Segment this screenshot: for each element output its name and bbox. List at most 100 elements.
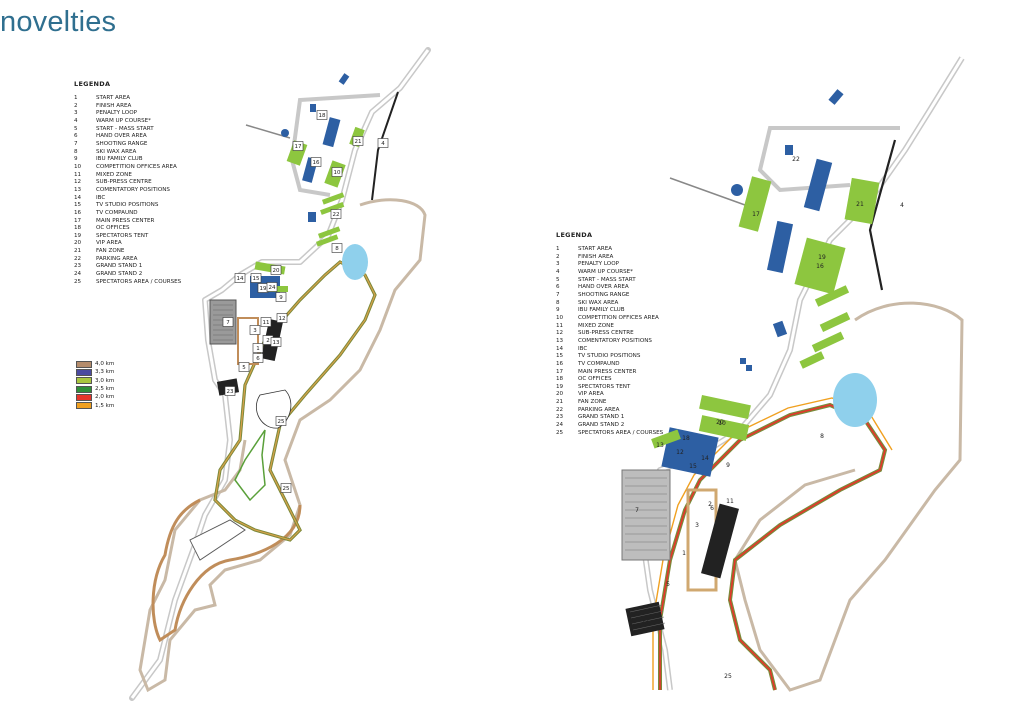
map-marker-label: 14 [701,455,709,462]
legend-item-number: 12 [556,330,564,337]
marker-box [234,273,246,283]
legend-item-number: 11 [74,171,82,178]
legend-item-number: 7 [556,291,560,298]
legend-item-label: IBC [96,194,106,201]
map-marker-label: 12 [279,316,286,322]
side-road [669,177,746,206]
outer-track [733,301,964,692]
course-length-item: 1,5 km [76,401,115,410]
marker-box [270,265,282,275]
legend-heading: LEGENDA [556,231,593,239]
legend-item-label: SPECTATORS AREA / COURSES [578,429,664,436]
legend-item-label: MIXED ZONE [578,322,614,329]
legend-item-label: IBC [578,345,588,352]
legend-item-number: 20 [74,240,82,247]
green-area [819,312,851,332]
map-marker-label: 13 [656,442,664,449]
building [828,89,844,105]
course-color-swatch [76,368,92,376]
legend-item-number: 5 [556,276,560,283]
legend-item-number: 15 [74,202,82,209]
legend-item: 7 SHOOTING RANGE [556,292,663,300]
green-area [315,234,339,247]
green-area [794,237,846,295]
competition-loop-red [659,404,886,691]
building [766,220,794,274]
green-area [698,415,750,441]
legend-item-label: GRAND STAND 1 [578,414,625,421]
access-road [637,56,965,691]
map-marker-label: 25 [278,419,285,425]
legend-item-number: 7 [74,140,78,147]
green-area [317,226,341,239]
legend-item-label: TV STUDIO POSITIONS [96,202,159,209]
legend-item-number: 25 [74,278,82,285]
legend-item-number: 8 [74,148,78,155]
map-marker-label: 21 [856,201,864,208]
legend-item-number: 3 [74,110,78,117]
legend-item-label: TV COMPAUND [578,360,620,367]
access-road-inner [638,57,964,691]
legend-item-label: HAND OVER AREA [96,133,147,140]
legend-item-number: 11 [556,322,564,329]
marker-box [316,110,328,120]
building [731,184,743,196]
legend-item-number: 13 [556,337,564,344]
legend-item-label: COMPETITION OFFICES AREA [96,163,177,170]
map-marker-label: 1 [682,550,686,557]
legend-item-label: WARM UP COURSE* [96,117,151,124]
marker-box [276,313,288,323]
marker-box [222,317,234,327]
legend-item-number: 17 [556,368,564,375]
grand-stand [701,503,739,579]
legend-item-label: SHOOTING RANGE [578,291,630,298]
legend-item-number: 6 [74,133,78,140]
legend-item-label: WARM UP COURSE* [578,268,633,275]
building [322,117,341,148]
legend-item-label: IBU FAMILY CLUB [96,156,143,163]
lower-loop [151,498,302,643]
map-marker-label: 7 [226,320,230,326]
marker-box [275,292,287,302]
map-marker-label: 3 [695,522,699,529]
legend-item-label: VIP AREA [578,391,604,398]
building [785,145,793,155]
legend-item-number: 24 [556,422,564,429]
building [338,73,350,85]
legend-item-label: MAIN PRESS CENTER [578,368,637,375]
map-marker-label: 19 [260,286,267,292]
legend-item-number: 22 [74,255,82,262]
access-road-inner [130,49,430,699]
map-marker-label: 4 [900,202,904,209]
legend-item-label: SKI WAX AREA [578,299,619,306]
marker-box [377,138,389,148]
legend-item-label: GRAND STAND 2 [96,271,143,278]
legend-item-number: 22 [556,406,564,413]
legend-item-number: 21 [556,399,564,406]
legend-item-number: 16 [556,360,564,367]
green-area [738,176,772,232]
course-length-label: 1,5 km [95,402,115,409]
map-marker-label: 8 [335,246,339,252]
green-area [651,429,681,449]
marker-box [331,167,343,177]
